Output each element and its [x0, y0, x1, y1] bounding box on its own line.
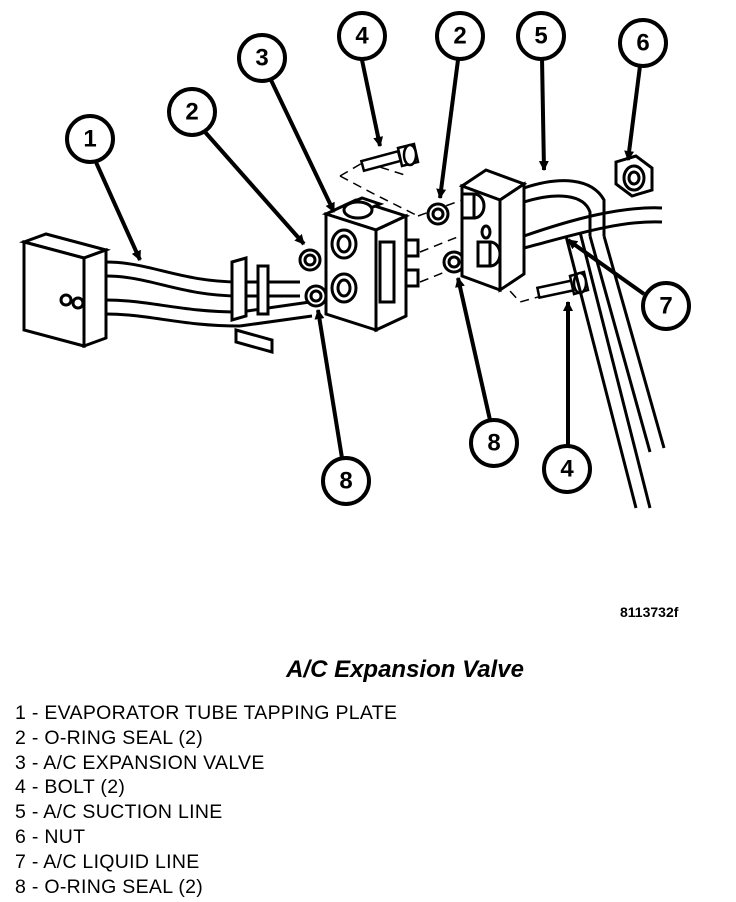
callout-8-right: 8	[469, 418, 519, 468]
callout-5: 5	[516, 11, 566, 61]
callout-6-label: 6	[636, 30, 649, 57]
evaporator-tubes	[105, 256, 313, 354]
expansion-valve-body	[321, 196, 420, 333]
leader-lines	[93, 57, 646, 459]
callout-3: 3	[237, 33, 287, 83]
callout-1: 1	[65, 114, 115, 164]
callout-8-left: 8	[321, 456, 371, 506]
callout-2-left: 2	[167, 87, 217, 137]
callout-2-right: 2	[435, 11, 485, 61]
nut	[614, 154, 654, 198]
legend-item: 5 - A/C SUCTION LINE	[15, 801, 223, 824]
legend-item: 1 - EVAPORATOR TUBE TAPPING PLATE	[15, 702, 398, 724]
line-block	[458, 168, 528, 293]
callout-8-left-label: 8	[339, 468, 352, 495]
legend-item: 6 - NUT	[15, 825, 86, 848]
bolt-upper	[359, 142, 420, 173]
legend-item: 8 - O-RING SEAL (2)	[15, 875, 204, 898]
legend-item: 7 - A/C LIQUID LINE	[15, 850, 200, 873]
callout-7-label: 7	[659, 293, 672, 320]
callout-7: 7	[641, 281, 691, 331]
callout-2-left-label: 2	[185, 99, 198, 126]
callout-8-right-label: 8	[487, 430, 500, 457]
legend-item: 4 - BOLT (2)	[15, 776, 126, 799]
callout-4-bottom: 4	[542, 444, 592, 494]
callout-4-top: 4	[337, 11, 387, 61]
parts-legend: 1 - EVAPORATOR TUBE TAPPING PLATE 2 - O-…	[15, 701, 397, 899]
callout-1-label: 1	[83, 126, 96, 153]
legend-item: 3 - A/C EXPANSION VALVE	[15, 751, 265, 774]
callout-5-label: 5	[534, 23, 547, 50]
liquid-line	[523, 206, 663, 509]
legend-item: 2 - O-RING SEAL (2)	[15, 726, 204, 749]
expansion-valve-diagram: 1 2 3 4 2 5 6 7 8 8 4	[19, 11, 691, 509]
callout-2-right-label: 2	[453, 23, 466, 50]
callout-4-bottom-label: 4	[560, 456, 574, 483]
evaporator-tube-tapping-plate	[19, 232, 111, 349]
callout-3-label: 3	[255, 45, 268, 72]
figure-id: 8113732f	[620, 604, 679, 620]
callout-6: 6	[618, 18, 668, 68]
o-ring-seals-left	[298, 248, 328, 308]
o-ring-seals-right	[426, 202, 466, 274]
figure-caption: A/C Expansion Valve	[286, 656, 524, 683]
callout-4-top-label: 4	[355, 23, 369, 50]
